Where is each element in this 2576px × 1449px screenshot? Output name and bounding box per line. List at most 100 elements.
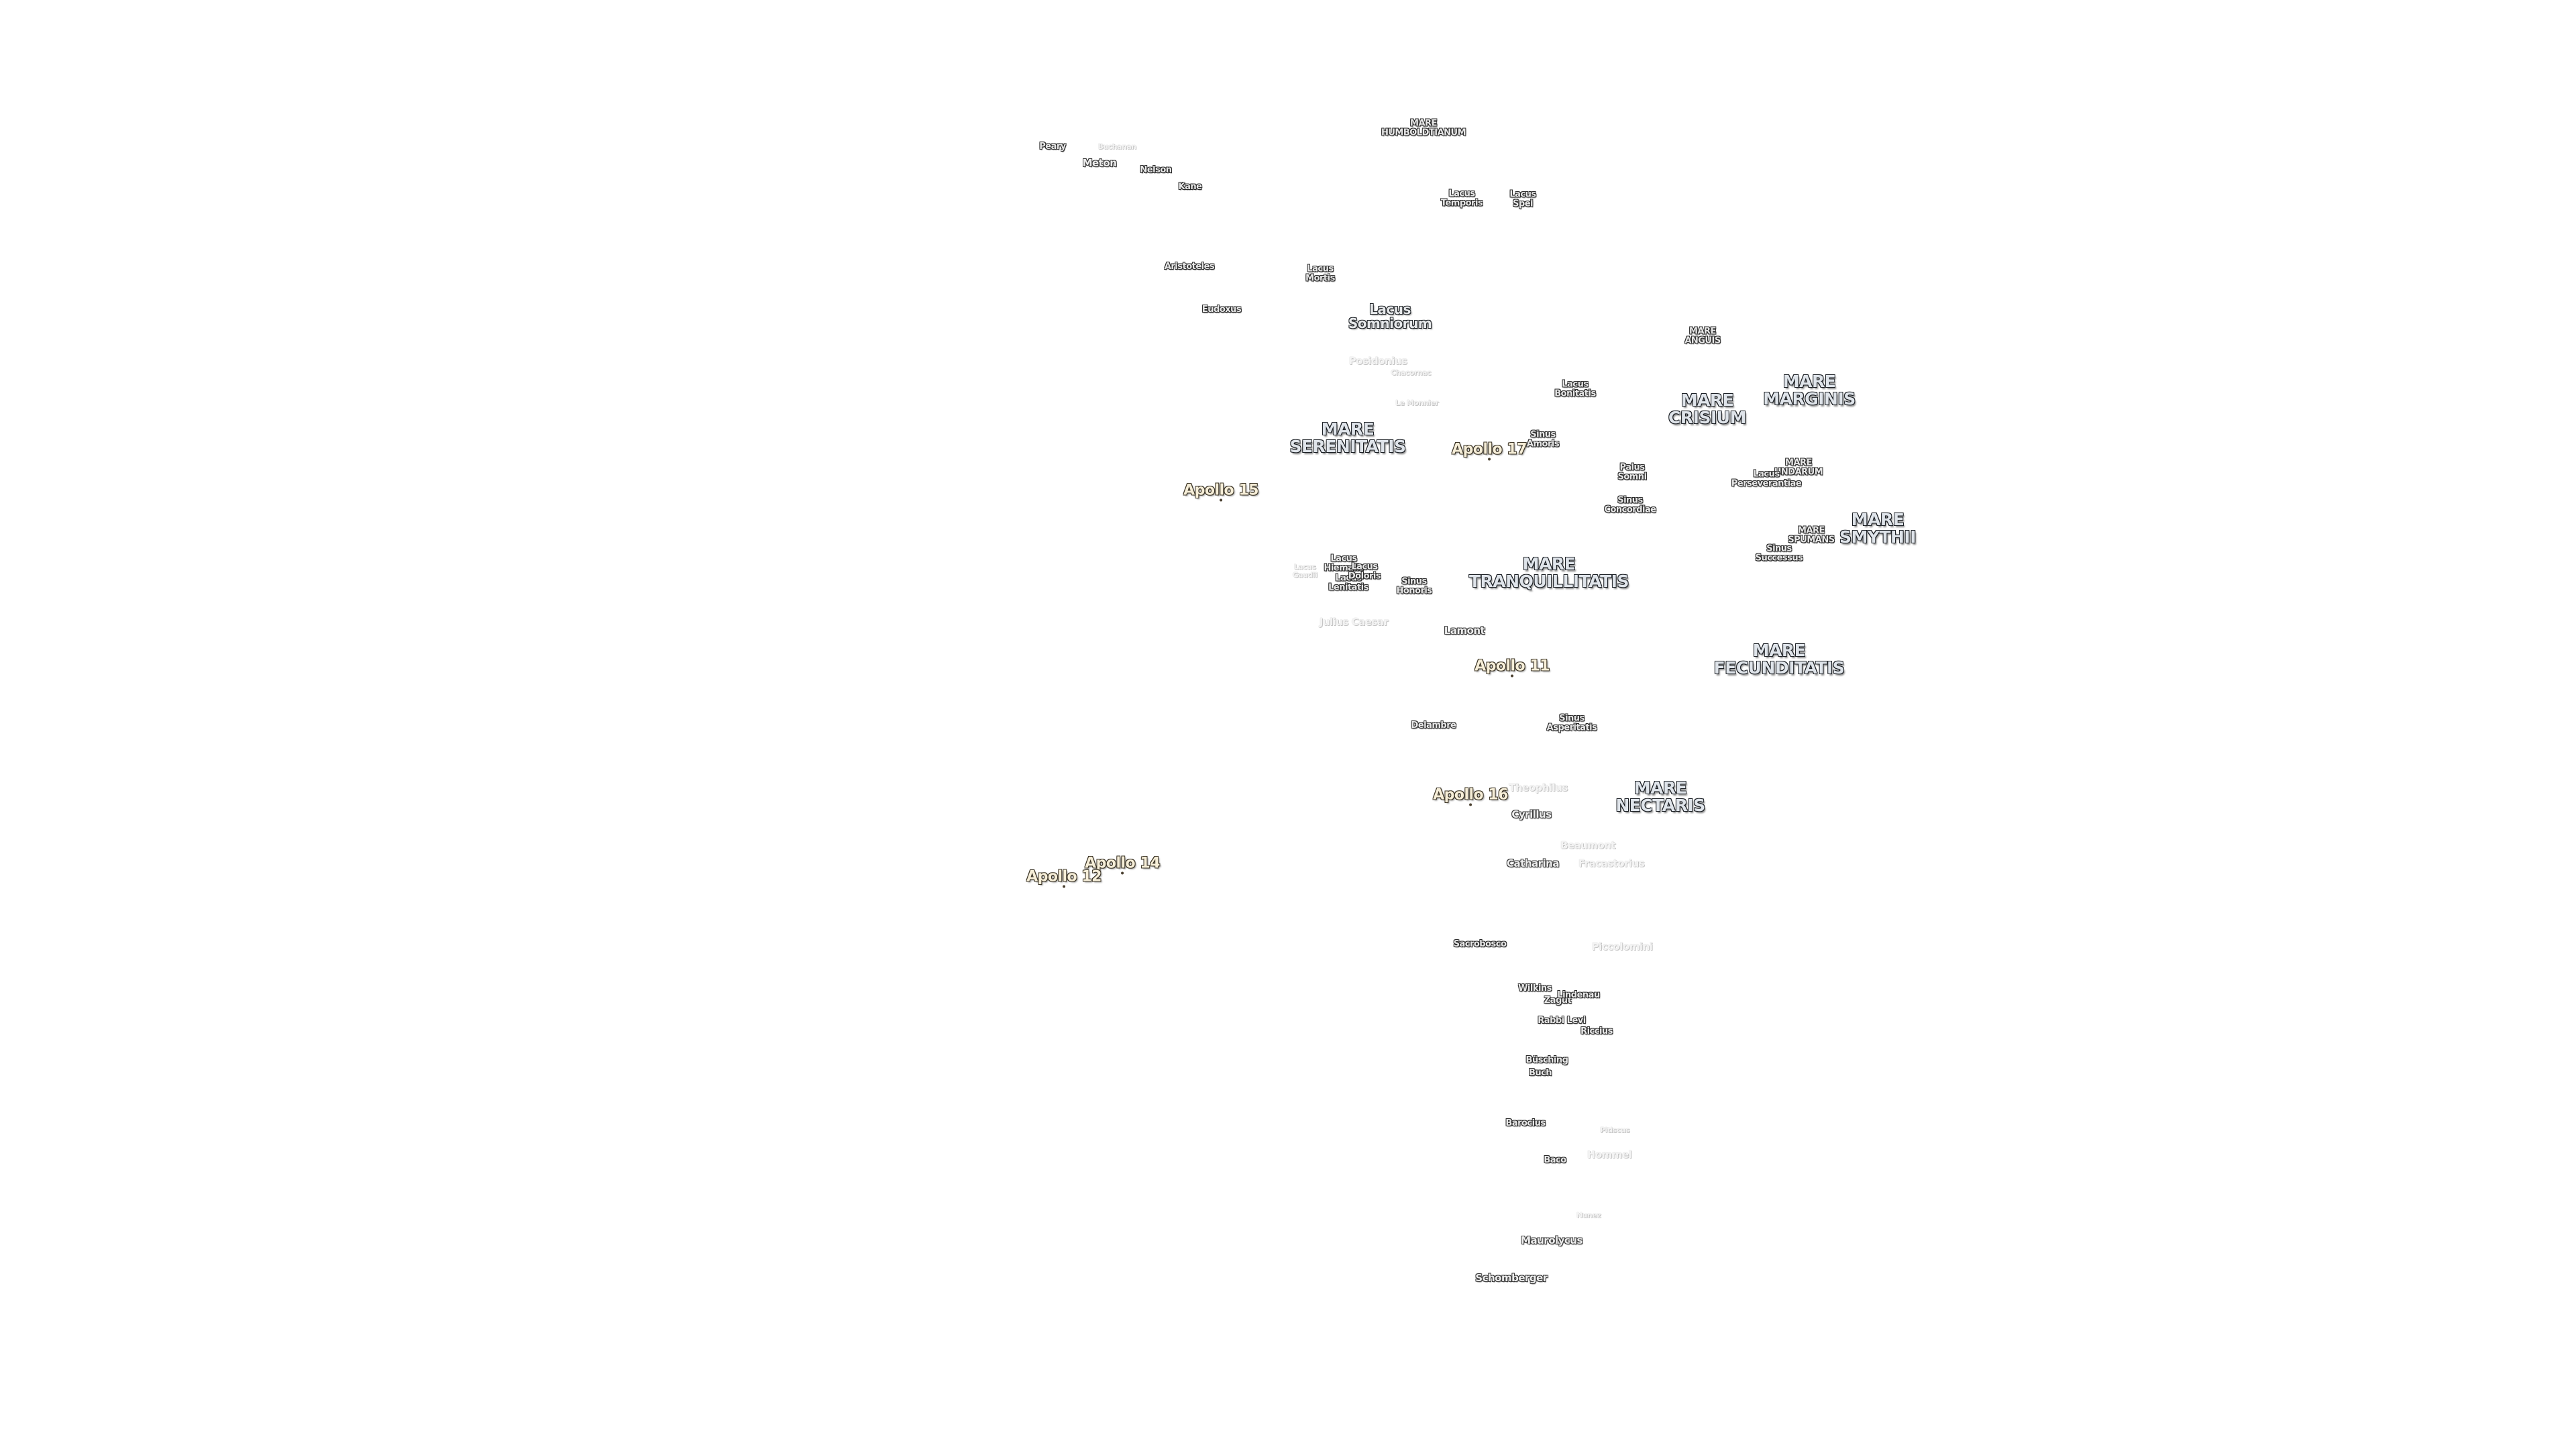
map-label-chacornac[interactable]: Chacornac — [1391, 369, 1432, 377]
map-label-text: MARGINIS — [1763, 389, 1856, 409]
map-label-text: MARE — [1321, 419, 1375, 439]
map-label-apollo-17[interactable]: Apollo 17 — [1452, 441, 1527, 461]
map-label-text: Hommel — [1587, 1148, 1632, 1161]
map-label-nelson[interactable]: Nelson — [1140, 166, 1172, 175]
landing-site-marker-icon — [1468, 803, 1472, 806]
map-label-kane[interactable]: Kane — [1179, 182, 1202, 192]
map-label-apollo-16[interactable]: Apollo 16 — [1433, 786, 1508, 806]
map-label-lindenau[interactable]: Lindenau — [1557, 990, 1600, 1001]
map-label-cyrillus[interactable]: Cyrillus — [1511, 809, 1552, 820]
map-label-delambre[interactable]: Delambre — [1411, 721, 1456, 731]
map-label-text: Lacus — [1330, 553, 1357, 564]
map-label-text: Lacus — [1562, 379, 1589, 390]
map-label-le-monnier[interactable]: Le Monnier — [1395, 399, 1439, 407]
map-label-text: Lacus — [1369, 301, 1411, 317]
map-label-text: MARE — [1752, 640, 1806, 660]
map-label-apollo-12[interactable]: Apollo 12 — [1026, 869, 1102, 888]
map-label-pitiscus[interactable]: Pitiscus — [1600, 1126, 1630, 1134]
map-label-text: Lacus — [1448, 189, 1475, 199]
map-label-text: Posidonius — [1348, 355, 1407, 368]
map-label-text: MARE — [1798, 525, 1825, 536]
map-label-nunez[interactable]: Nunez — [1576, 1212, 1601, 1220]
map-label-theophilus[interactable]: Theophilus — [1509, 782, 1568, 794]
map-label-julius-caesar[interactable]: Julius Caesar — [1320, 616, 1389, 628]
map-label-text: Schomberger — [1475, 1272, 1548, 1285]
map-label-wilkins[interactable]: Wilkins — [1518, 984, 1552, 994]
map-label-text: Sinus — [1766, 543, 1792, 554]
map-label-apollo-14[interactable]: Apollo 14 — [1085, 855, 1160, 875]
map-label-text: Concordiae — [1604, 504, 1656, 515]
map-label-text: Nunez — [1576, 1211, 1601, 1220]
map-label-text: Wilkins — [1518, 983, 1552, 994]
map-label-hommel[interactable]: Hommel — [1587, 1148, 1632, 1161]
map-label-fracastorius[interactable]: Fracastorius — [1578, 857, 1645, 870]
map-label-schomberger[interactable]: Schomberger — [1475, 1272, 1548, 1285]
map-label-peary[interactable]: Peary — [1039, 142, 1066, 152]
map-label-eudoxus[interactable]: Eudoxus — [1201, 305, 1242, 315]
map-label-posidonius[interactable]: Posidonius — [1349, 356, 1407, 367]
map-label-text: Lindenau — [1557, 990, 1600, 1001]
map-label-maurolycus[interactable]: Maurolycus — [1521, 1235, 1582, 1246]
map-label-text: Fracastorius — [1578, 857, 1645, 870]
map-label-text: Baco — [1544, 1155, 1566, 1166]
map-label-text: Meton — [1082, 157, 1117, 170]
map-label-lamont[interactable]: Lamont — [1444, 625, 1485, 637]
map-label-text: Doloris — [1348, 571, 1381, 581]
map-label-rabbi-levi[interactable]: Rabbi Levi — [1538, 1016, 1586, 1026]
map-label-zagut[interactable]: Zagut — [1544, 996, 1572, 1006]
map-label-aristoteles[interactable]: Aristoteles — [1165, 262, 1215, 272]
map-label-text: Kane — [1178, 182, 1202, 193]
map-label-piccolomini[interactable]: Piccolomini — [1592, 941, 1653, 953]
map-label-apollo-15[interactable]: Apollo 15 — [1183, 482, 1258, 502]
map-label-text: Eudoxus — [1201, 305, 1242, 315]
map-label-text: Buchanan — [1097, 142, 1136, 152]
map-label-buch[interactable]: Buch — [1529, 1069, 1552, 1078]
map-label-barocius[interactable]: Barocius — [1505, 1119, 1546, 1128]
map-label-text: MARE — [1851, 509, 1904, 529]
map-label-text: FECUNDITATIS — [1713, 658, 1845, 678]
landing-site-marker-icon — [1219, 498, 1222, 502]
map-label-text: Lacus — [1335, 573, 1362, 584]
map-label-riccius[interactable]: Riccius — [1580, 1027, 1613, 1036]
map-label-buchanan[interactable]: Buchanan — [1097, 143, 1136, 151]
map-label-sacrobosco[interactable]: Sacrobosco — [1454, 940, 1507, 949]
map-label-beaumont[interactable]: Beaumont — [1560, 840, 1616, 851]
map-label-baco[interactable]: Baco — [1544, 1156, 1566, 1165]
map-label-apollo-11[interactable]: Apollo 11 — [1474, 658, 1550, 678]
map-label-text: MARE — [1633, 777, 1687, 798]
map-label-meton[interactable]: Meton — [1083, 158, 1117, 169]
map-label-text: Apollo 16 — [1433, 786, 1508, 804]
map-label-text: Apollo 14 — [1085, 855, 1160, 872]
map-label-busching[interactable]: Büsching — [1526, 1056, 1568, 1065]
map-label-text: Somni — [1617, 472, 1647, 482]
map-label-catharina[interactable]: Catharina — [1507, 858, 1559, 869]
